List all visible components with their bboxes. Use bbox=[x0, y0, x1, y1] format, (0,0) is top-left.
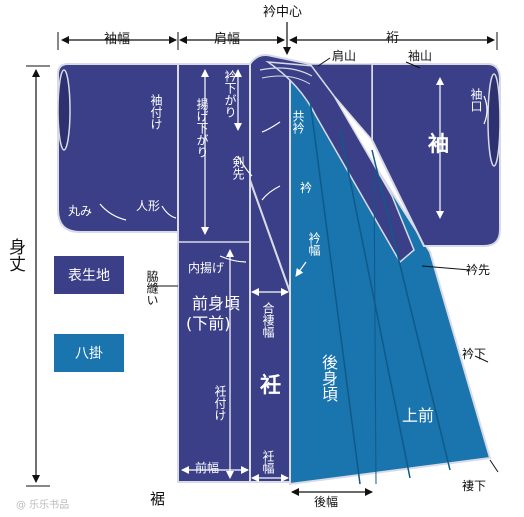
label-age-sagari: 揚げ下がり bbox=[195, 98, 209, 158]
label-ushiro-haba: 後幅 bbox=[314, 495, 339, 509]
label-mae-migoro-2: (下前) bbox=[186, 314, 231, 333]
label-sodeyama: 袖山 bbox=[408, 49, 433, 63]
dim-kata-haba: 肩幅 bbox=[214, 32, 241, 47]
label-uwamae: 上前 bbox=[402, 406, 435, 425]
right-sleeve-cuff bbox=[487, 73, 501, 167]
label-sode: 袖 bbox=[428, 132, 449, 156]
label-sodeguchi: 袖口 bbox=[469, 88, 483, 112]
label-aitsuma: 合褄幅 bbox=[261, 302, 275, 338]
left-sleeve bbox=[57, 63, 179, 233]
label-maru: 丸み bbox=[68, 204, 93, 218]
legend-outer-fabric-label: 表生地 bbox=[68, 268, 110, 284]
label-eri: 衿 bbox=[300, 181, 313, 195]
label-ken-saki: 剣先 bbox=[231, 156, 245, 180]
left-sleeve-cuff bbox=[57, 69, 71, 151]
label-okumi: 衽 bbox=[260, 373, 281, 397]
label-mae-haba: 前幅 bbox=[195, 461, 220, 475]
label-katayama: 肩山 bbox=[332, 49, 357, 63]
label-okumi-haba: 衽幅 bbox=[261, 450, 275, 474]
dim-sode-haba: 袖幅 bbox=[104, 32, 131, 47]
label-wakinui: 脇縫い bbox=[145, 270, 159, 306]
label-suso: 裾 bbox=[150, 490, 166, 508]
label-tomo-eri: 共衿 bbox=[291, 110, 305, 134]
label-ushiro-migoro: 後身頃 bbox=[319, 354, 338, 402]
dim-mitake: 身丈 bbox=[5, 238, 25, 272]
legend-lining-label: 八掛 bbox=[75, 346, 103, 362]
legend-lining: 八掛 bbox=[54, 334, 124, 372]
label-eri-saki: 衿先 bbox=[466, 263, 491, 277]
label-ningyo: 人形 bbox=[136, 199, 161, 213]
legend-outer-fabric: 表生地 bbox=[54, 256, 124, 294]
label-okumi-tsuke: 衽付け bbox=[213, 385, 227, 421]
label-uchi-age: 内揚げ bbox=[188, 261, 225, 275]
dim-eri-chushin: 衿中心 bbox=[263, 5, 303, 20]
label-eri-haba: 衿幅 bbox=[307, 232, 321, 256]
label-sodetsuke: 袖付け bbox=[149, 94, 163, 130]
label-tsuma-shita: 褄下 bbox=[462, 479, 487, 493]
label-mae-migoro-1: 前身頃 bbox=[192, 294, 241, 313]
dim-yuki: 裄 bbox=[386, 31, 400, 46]
label-eri-sagari: 衿下がり bbox=[223, 70, 237, 118]
label-eri-shita: 衿下 bbox=[462, 347, 487, 361]
watermark: @ 乐乐书品 bbox=[16, 500, 70, 511]
